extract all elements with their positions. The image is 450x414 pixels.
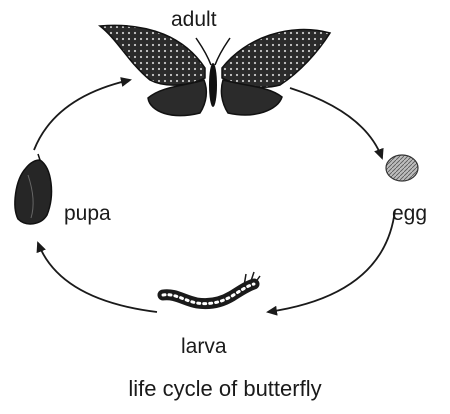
stage-label-pupa: pupa [64,203,111,224]
stage-label-egg: egg [392,203,427,224]
stage-label-adult: adult [171,9,217,30]
arrow-larva-to-pupa [38,243,157,312]
arrow-pupa-to-adult [34,80,130,150]
diagram-caption: life cycle of butterfly [0,378,450,400]
chrysalis-icon [15,154,52,224]
egg-icon [386,155,418,181]
arrow-adult-to-egg [290,88,382,158]
butterfly-icon [100,25,330,115]
arrow-egg-to-larva [268,210,395,312]
caterpillar-icon [163,272,260,304]
stage-label-larva: larva [181,336,227,357]
